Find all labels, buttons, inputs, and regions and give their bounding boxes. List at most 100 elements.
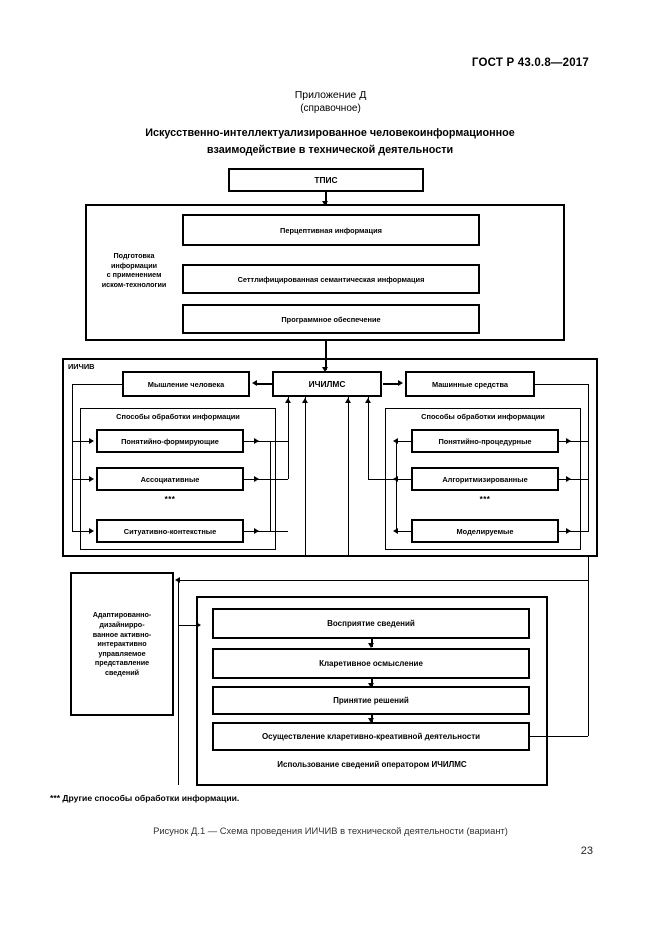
node-ichilms: ИЧИЛМС — [272, 371, 382, 397]
prep-label-line-4: иском-технологии — [101, 279, 167, 289]
arrowhead-bottom-return-into-adaptive — [175, 576, 180, 583]
bus-right-output-algorithmized — [559, 479, 588, 480]
node-klaretive-creative-activity: Осуществление кларетивно-креативной деят… — [212, 722, 530, 751]
arrowhead-right-algorithmized-out — [566, 475, 571, 482]
group-iichiv — [62, 358, 598, 557]
bus-left-input-from-human — [72, 384, 122, 385]
arrowhead-adaptive-to-usage — [196, 621, 201, 628]
bus-left-input-to-situational — [72, 531, 90, 532]
arrowhead-group-down — [321, 367, 328, 372]
group-usage-by-operator — [196, 596, 548, 786]
appendix-kind: (справочное) — [300, 103, 361, 114]
arrowhead-right-modelled-in — [393, 527, 398, 534]
node-associative: Ассоциативные — [96, 467, 244, 491]
bus-activity-return-riser — [588, 580, 589, 736]
arrowhead-to-human — [252, 379, 257, 386]
arrowhead-tpis-down — [321, 201, 328, 206]
bus-right-input-feed — [368, 479, 396, 480]
bus-left-output-riser-b — [288, 397, 289, 479]
bus-right-input-modelled — [396, 531, 411, 532]
arrowhead-step1-step2 — [367, 643, 374, 648]
appendix-heading: Приложение Д (справочное) — [0, 88, 661, 116]
connector-group-to-iichiv — [325, 341, 327, 370]
arrowhead-right-conceptual-in — [393, 437, 398, 444]
node-algorithmized: Алгоритмизированные — [411, 467, 559, 491]
bus-right-input-vertical — [396, 441, 397, 531]
node-decision-making: Принятие решений — [212, 686, 530, 715]
connector-tpis-to-group — [325, 192, 327, 204]
bus-activity-return-out — [530, 736, 588, 737]
figure-caption: Рисунок Д.1 — Схема проведения ИИЧИВ в т… — [153, 825, 508, 836]
group-right-processing-methods-title: Способы обработки информации — [421, 412, 545, 421]
node-perception-of-data: Восприятие сведений — [212, 608, 530, 639]
node-situational-contextual: Ситуативно-контекстные — [96, 519, 244, 543]
left-group-ellipsis: *** — [164, 495, 176, 504]
node-conceptual-forming: Понятийно-формирующие — [96, 429, 244, 453]
bus-bottom-return-left-drop — [178, 580, 179, 785]
right-group-ellipsis: *** — [479, 495, 491, 504]
page-title-line-1: Искусственно-интеллектуализированное чел… — [145, 127, 515, 139]
node-machine-means: Машинные средства — [405, 371, 535, 397]
bus-left-input-to-conceptual — [72, 441, 90, 442]
node-settlified-semantic-information: Сеттлифицированная семантическая информа… — [182, 264, 480, 294]
adaptive-line-7: сведений — [104, 667, 140, 677]
footnote-other-methods: *** Другие способы обработки информации. — [50, 793, 240, 803]
adaptive-line-4: интерактивно — [97, 639, 147, 649]
group-left-processing-methods-title: Способы обработки информации — [116, 412, 240, 421]
connector-ichilms-to-human — [257, 383, 272, 385]
bus-right-output-modelled — [559, 531, 588, 532]
arrowhead-right-bus-to-ichilms — [364, 398, 371, 403]
appendix-label: Приложение Д — [294, 89, 367, 101]
adaptive-line-5: управляемое — [98, 648, 146, 658]
bus-right-output-conceptual — [559, 441, 588, 442]
bus-right-input-riser — [368, 397, 369, 479]
arrowhead-left-associative-out — [254, 475, 259, 482]
group-information-preparation — [85, 204, 565, 341]
arrowhead-right-conceptual-out — [566, 437, 571, 444]
connector-adaptive-to-usage — [178, 625, 200, 626]
prep-label-line-3: с применением — [106, 270, 162, 279]
arrowhead-riser-inner-left — [301, 398, 308, 403]
group-iichiv-label: ИИЧИВ — [68, 362, 95, 371]
bus-left-input-to-associative — [72, 479, 90, 480]
adaptive-line-2: дизайнирро- — [99, 620, 145, 630]
node-human-thinking: Мышление человека — [122, 371, 250, 397]
arrowhead-to-machine — [398, 379, 403, 386]
arrowhead-step3-step4 — [367, 718, 374, 723]
arrowhead-riser-inner-right — [344, 398, 351, 403]
bus-bottom-return-right — [588, 557, 589, 581]
bus-left-output-join — [270, 479, 288, 480]
arrowhead-left-associative-in — [89, 475, 94, 482]
arrowhead-left-conceptual-out — [254, 437, 259, 444]
arrowhead-left-conceptual-in — [89, 437, 94, 444]
bus-right-output-vertical — [588, 384, 589, 532]
arrowhead-right-algorithmized-in — [393, 475, 398, 482]
arrowhead-left-bus-to-ichilms — [284, 398, 291, 403]
adaptive-line-6: представление — [94, 658, 150, 668]
page-number: 23 — [580, 845, 593, 857]
bus-bottom-return-top — [178, 580, 588, 581]
bus-left-input-vertical — [72, 384, 73, 532]
bus-right-input-conceptual — [396, 441, 411, 442]
bus-right-output-from-machine — [535, 384, 588, 385]
arrowhead-left-situational-out — [254, 527, 259, 534]
node-adaptive-presentation: Адаптированно- дизайнирро- ванное активн… — [70, 572, 174, 716]
node-modelled: Моделируемые — [411, 519, 559, 543]
node-perceptive-information: Перцептивная информация — [182, 214, 480, 246]
bus-right-input-algorithmized — [396, 479, 411, 480]
riser-ichilms-inner-right — [348, 397, 349, 557]
group-information-preparation-label: Подготовка информации с применением иско… — [88, 251, 180, 289]
group-usage-by-operator-caption: Использование сведений оператором ИЧИЛМС — [277, 760, 467, 769]
bus-left-output-riser-a — [270, 441, 271, 531]
bus-left-output-associative — [244, 479, 288, 480]
page-title: Искусственно-интеллектуализированное чел… — [95, 125, 565, 159]
page-title-line-2: взаимодействие в технической деятельност… — [206, 144, 454, 156]
connector-ichilms-to-machine — [383, 383, 399, 385]
riser-ichilms-inner-left — [305, 397, 306, 557]
adaptive-line-3: ванное активно- — [92, 629, 152, 639]
bus-left-output-conceptual — [244, 441, 288, 442]
prep-label-line-1: Подготовка — [113, 251, 155, 260]
node-conceptual-procedural: Понятийно-процедурные — [411, 429, 559, 453]
node-klaretive-comprehension: Кларетивное осмысление — [212, 648, 530, 679]
